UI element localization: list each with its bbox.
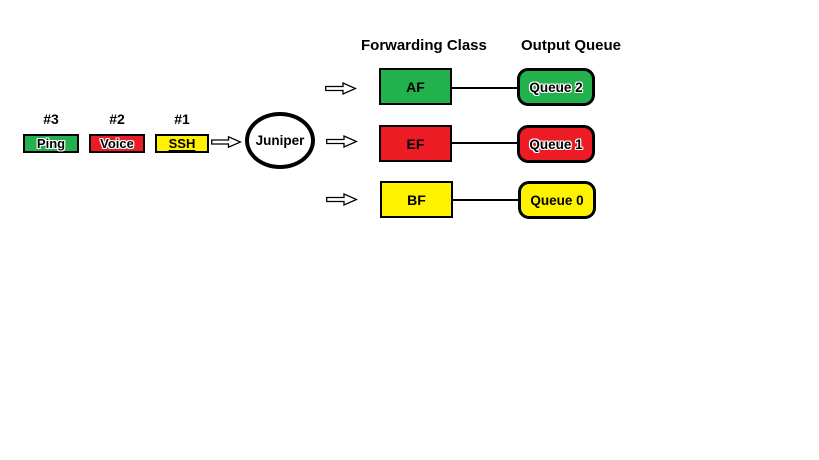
output-queue-box-2: Queue 2 (517, 68, 595, 106)
packet-number-3: #3 (43, 111, 59, 127)
output-queue-header: Output Queue (521, 37, 621, 54)
packet-box-ping: Ping (23, 134, 79, 153)
packet-number-2: #2 (109, 111, 125, 127)
output-queue-label-2: Queue 2 (529, 79, 583, 95)
packet-label-voice: Voice (100, 136, 134, 151)
output-queue-label-0: Queue 0 (530, 192, 584, 208)
juniper-router-node: Juniper (245, 112, 315, 169)
output-queue-label-1: Queue 1 (529, 136, 583, 152)
block-arrow-icon (325, 82, 357, 95)
juniper-router-label: Juniper (255, 133, 305, 148)
packet-box-voice: Voice (89, 134, 145, 153)
forwarding-class-box-ef: EF (379, 125, 452, 162)
packet-label-ping: Ping (36, 136, 66, 151)
forwarding-class-label-bf: BF (407, 191, 426, 208)
forwarding-class-label-ef: EF (406, 135, 425, 152)
block-arrow-icon (326, 135, 358, 148)
connector-line (451, 87, 518, 89)
packet-number-1: #1 (174, 111, 190, 127)
forwarding-class-box-af: AF (379, 68, 452, 105)
connector-line (452, 199, 518, 201)
block-arrow-icon (211, 136, 242, 148)
forwarding-class-box-bf: BF (380, 181, 453, 218)
connector-line (451, 142, 518, 144)
output-queue-box-1: Queue 1 (517, 125, 595, 163)
packet-box-ssh: SSH (155, 134, 209, 153)
forwarding-class-header: Forwarding Class (361, 37, 487, 54)
output-queue-box-0: Queue 0 (518, 181, 596, 219)
forwarding-class-label-af: AF (406, 78, 425, 95)
packet-label-ssh: SSH (168, 136, 196, 151)
block-arrow-icon (326, 193, 358, 206)
